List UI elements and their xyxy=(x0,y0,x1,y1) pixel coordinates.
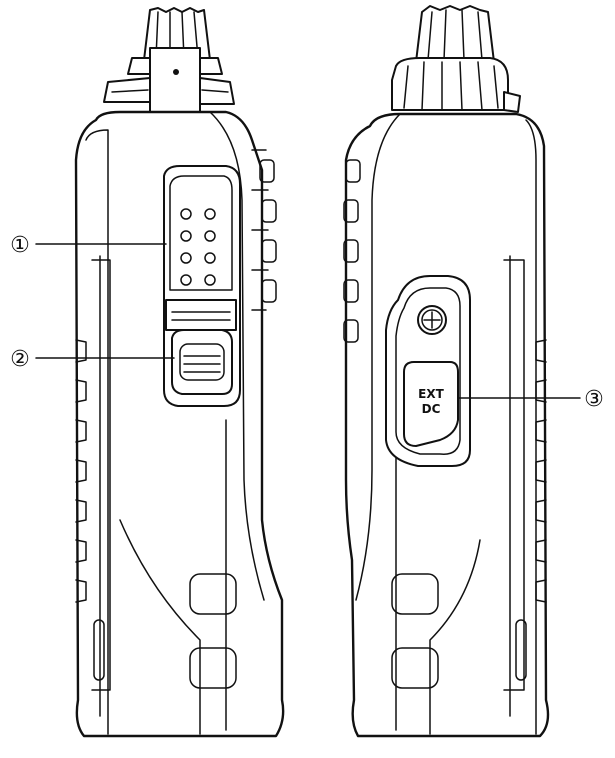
left-cover-latch xyxy=(171,329,233,395)
radio-right-view: EXT DC xyxy=(343,5,550,738)
callout-3-label: ③ xyxy=(584,387,604,412)
callout-1: ① xyxy=(10,233,167,258)
callout-2: ② xyxy=(10,347,175,372)
dc-label: DC xyxy=(422,402,441,416)
callout-3: ③ xyxy=(457,387,604,412)
cover-screw-icon xyxy=(417,305,447,335)
callout-1-label: ① xyxy=(10,233,30,258)
ext-dc-jack-cover: EXT DC xyxy=(385,275,471,467)
ext-label: EXT xyxy=(418,387,444,401)
callout-2-label: ② xyxy=(10,347,30,372)
left-volume-knob xyxy=(103,7,235,113)
radio-left-view xyxy=(74,7,285,738)
right-volume-knob xyxy=(391,5,521,113)
